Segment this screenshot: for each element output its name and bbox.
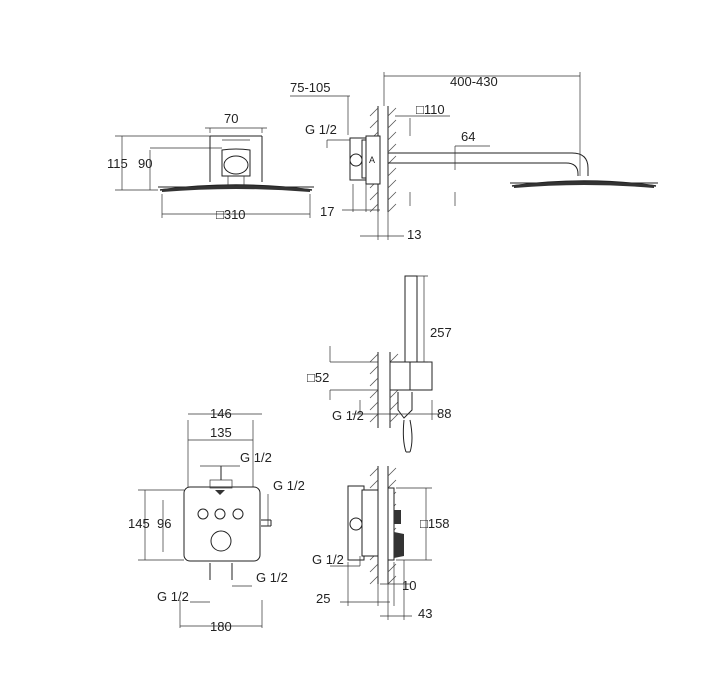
dim-depth: 88 xyxy=(437,406,451,421)
thread-top: G 1/2 xyxy=(240,450,272,465)
dim-arm-height: 64 xyxy=(461,129,475,144)
dim-height-inner: 90 xyxy=(138,156,152,171)
dim-body-size: □158 xyxy=(420,516,450,531)
dim-depth-range: 75-105 xyxy=(290,80,330,95)
dim-width-plate: 70 xyxy=(224,111,238,126)
thermostat-front-view: 146 135 G 1/2 G 1/2 145 96 G 1/2 G 1/2 1… xyxy=(128,406,305,634)
thread-bottom-left: G 1/2 xyxy=(157,589,189,604)
hand-thread-label: G 1/2 xyxy=(332,408,364,423)
dim-holder: □52 xyxy=(307,370,329,385)
rainshower-side-view: A 75-105 400-430 G 1/2 □110 64 17 13 xyxy=(290,72,658,242)
hand-shower-view: 257 □52 G 1/2 88 xyxy=(307,275,452,453)
dim-box-width: 180 xyxy=(210,619,232,634)
dim-height-total: 115 xyxy=(107,156,128,171)
dim-hose-height: 257 xyxy=(430,325,452,340)
rainshower-front-view: 70 115 90 □310 xyxy=(107,111,314,222)
thermostat-side-view: □158 G 1/2 25 10 43 xyxy=(312,466,450,621)
dim-arm-length: 400-430 xyxy=(450,74,498,89)
dim-depth-max: 43 xyxy=(418,606,432,621)
dim-width-inner: 135 xyxy=(210,425,232,440)
dim-head-size: □310 xyxy=(216,207,246,222)
dim-depth-min: 25 xyxy=(316,591,330,606)
dim-wall-gap: 17 xyxy=(320,204,334,219)
dim-width-outer: 146 xyxy=(210,406,232,421)
dim-plate: □110 xyxy=(416,102,445,117)
thread-right: G 1/2 xyxy=(273,478,305,493)
side-thread-label: G 1/2 xyxy=(312,552,344,567)
dim-height-outer: 145 xyxy=(128,516,150,531)
dim-height-inner: 96 xyxy=(157,516,171,531)
dim-offset: 13 xyxy=(407,227,421,242)
thread-label: G 1/2 xyxy=(305,122,337,137)
dim-offset: 10 xyxy=(402,578,416,593)
thread-bottom-right: G 1/2 xyxy=(256,570,288,585)
svg-text:A: A xyxy=(369,155,375,165)
